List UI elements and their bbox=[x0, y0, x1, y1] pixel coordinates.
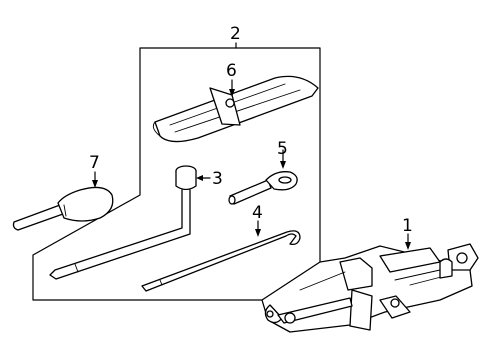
screwdriver-handle-icon bbox=[12, 171, 114, 231]
callout-2: 2 bbox=[230, 24, 241, 44]
tool-kit-group-box bbox=[32, 42, 321, 301]
tool-bag-icon bbox=[152, 75, 319, 143]
callout-6: 6 bbox=[226, 61, 237, 81]
callout-5: 5 bbox=[277, 139, 288, 159]
callout-1: 1 bbox=[402, 216, 413, 236]
scissor-jack-icon bbox=[261, 233, 479, 333]
callout-3: 3 bbox=[212, 169, 223, 189]
callout-7: 7 bbox=[89, 153, 100, 173]
lug-wrench-icon bbox=[49, 165, 211, 280]
callout-4: 4 bbox=[252, 203, 263, 223]
jack-handle-rod-icon bbox=[141, 220, 301, 292]
tow-eye-hook-icon bbox=[228, 149, 298, 205]
